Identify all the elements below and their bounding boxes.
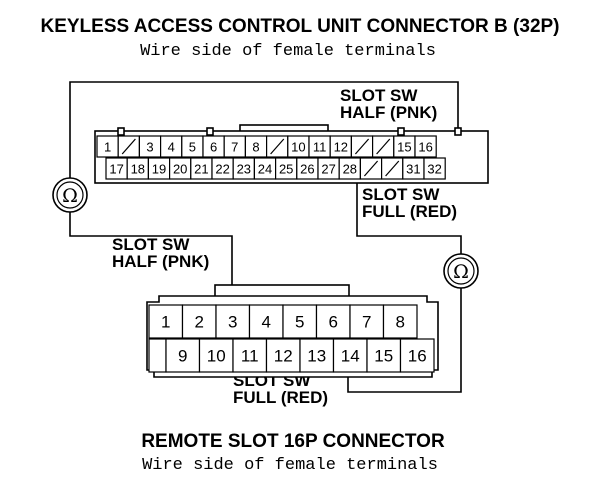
pin-number: 4 <box>168 140 175 155</box>
pin-cell <box>265 338 301 373</box>
connector-16p-row1: 1 2 3 4 5 6 7 8 <box>148 304 418 339</box>
pin-number: 5 <box>295 313 304 332</box>
key-notch <box>454 127 462 136</box>
pin-cell <box>181 304 217 339</box>
pin-number: 7 <box>362 313 371 332</box>
top-label-full-line1: SLOT SW <box>362 185 440 204</box>
unused-cavity-mark <box>385 160 400 177</box>
pin-number: 23 <box>237 162 251 177</box>
unused-cavity-mark <box>354 138 370 155</box>
pin-number: 11 <box>241 347 259 366</box>
pin-number: 26 <box>300 162 314 177</box>
pin-number: 19 <box>152 162 166 177</box>
pin-number: 10 <box>291 140 305 155</box>
pin-number: 27 <box>321 162 335 177</box>
unused-cavity-mark <box>363 160 379 177</box>
bottom-connector-subtitle: Wire side of female terminals <box>142 456 438 475</box>
pin-cell <box>332 338 368 373</box>
bottom-label-full-line2: FULL (RED) <box>233 388 328 407</box>
top-label-half-line2: HALF (PNK) <box>340 103 437 122</box>
pin-number: 15 <box>374 347 393 366</box>
svg-text:Ω: Ω <box>62 185 78 207</box>
pin-number: 18 <box>131 162 145 177</box>
bottom-label-half-line2: HALF (PNK) <box>112 252 209 271</box>
pin-number: 31 <box>406 162 420 177</box>
unused-cavity-mark <box>270 138 285 155</box>
pin-cell <box>232 338 268 373</box>
pin-number: 3 <box>146 140 153 155</box>
connector-32p-row2: 17 18 19 20 21 22 23 24 25 26 27 28 31 32 <box>105 157 446 180</box>
ohmmeter-icon: Ω <box>443 253 479 289</box>
pin-number: 16 <box>408 347 427 366</box>
pin-cell <box>282 304 318 339</box>
unused-cavity-mark <box>121 138 136 155</box>
pin-number: 12 <box>334 140 348 155</box>
pin-cell <box>198 338 234 373</box>
pin-number: 28 <box>343 162 357 177</box>
pin-number: 3 <box>228 313 237 332</box>
key-notch <box>397 127 405 136</box>
pin-number: 6 <box>210 140 217 155</box>
key-notch <box>117 127 125 136</box>
bottom-connector-title: REMOTE SLOT 16P CONNECTOR <box>141 431 445 452</box>
wire-half-a <box>69 81 459 178</box>
pin-number: 25 <box>279 162 293 177</box>
wire-full-a <box>356 178 462 255</box>
pin-number: 8 <box>252 140 259 155</box>
pin-cell <box>399 338 435 373</box>
key-notch <box>206 127 214 136</box>
pin-cell <box>423 157 446 180</box>
pin-cell <box>366 338 402 373</box>
ohmmeter-icon: Ω <box>52 177 88 213</box>
pin-cell <box>315 304 351 339</box>
svg-text:Ω: Ω <box>453 261 469 283</box>
top-label-half-line1: SLOT SW <box>340 86 418 105</box>
pin-number: 4 <box>262 313 271 332</box>
pin-number: 13 <box>307 347 326 366</box>
pin-number: 14 <box>341 347 360 366</box>
pin-number: 12 <box>274 347 293 366</box>
pin-number: 24 <box>258 162 272 177</box>
pin-number: 5 <box>189 140 196 155</box>
pin-number: 17 <box>109 162 123 177</box>
top-connector-subtitle: Wire side of female terminals <box>140 42 436 61</box>
pin-cell-blank <box>148 338 167 373</box>
top-connector-title: KEYLESS ACCESS CONTROL UNIT CONNECTOR B … <box>40 16 559 37</box>
top-label-full-line2: FULL (RED) <box>362 202 457 221</box>
pin-number: 15 <box>397 140 411 155</box>
pin-cell <box>382 304 418 339</box>
pin-number: 21 <box>194 162 208 177</box>
pin-number: 6 <box>329 313 338 332</box>
pin-number: 32 <box>427 162 441 177</box>
pin-number: 22 <box>215 162 229 177</box>
pin-number: 8 <box>396 313 405 332</box>
pin-cell <box>148 304 184 339</box>
wire-half-b <box>69 212 233 316</box>
pin-cell <box>299 338 335 373</box>
pin-cell <box>215 304 251 339</box>
pin-number: 1 <box>104 140 111 155</box>
pin-number: 16 <box>418 140 432 155</box>
pin-number: 20 <box>173 162 187 177</box>
pin-number: 2 <box>195 313 204 332</box>
pin-cell <box>414 135 437 158</box>
unused-cavity-mark <box>376 138 391 155</box>
connector-16p-row2: 9 10 11 12 13 14 15 16 <box>148 338 435 373</box>
bottom-label-half-line1: SLOT SW <box>112 235 190 254</box>
pin-number: 1 <box>161 313 170 332</box>
pin-number: 7 <box>231 140 238 155</box>
pin-number: 9 <box>178 347 187 366</box>
pin-cell <box>349 304 385 339</box>
pin-number: 10 <box>207 347 226 366</box>
pin-number: 11 <box>313 140 327 155</box>
